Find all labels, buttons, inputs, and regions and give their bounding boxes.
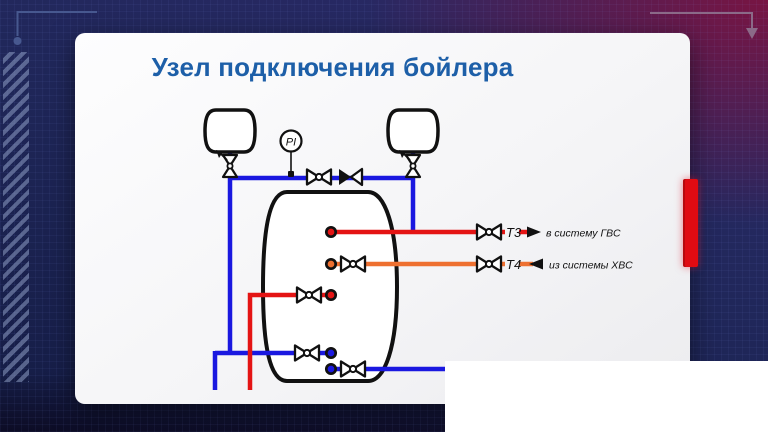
port-t3-hot-out	[324, 225, 338, 239]
t4-source-label: из системы ХВС	[549, 260, 633, 272]
port-heating-supply	[324, 288, 338, 302]
t4-tag-label: Т4	[506, 257, 521, 272]
valve-t3-line-icon	[475, 223, 503, 241]
t3-tag-label: Т3	[506, 225, 522, 240]
t3-destination-label: в систему ГВС	[546, 228, 621, 240]
check-valve-icon	[339, 167, 364, 187]
diagonal-stripes-decoration	[3, 52, 29, 382]
white-corner-overlay	[445, 361, 768, 432]
pressure-gauge: PI	[279, 129, 303, 177]
red-accent-bar	[683, 179, 698, 267]
arrow-right-icon	[527, 226, 541, 238]
safety-valve-right-icon	[397, 148, 422, 179]
corner-line-left-icon	[13, 11, 97, 45]
arrow-left-icon	[529, 258, 543, 270]
expansion-tank-right	[386, 108, 440, 154]
safety-valve-left-icon	[214, 148, 239, 179]
page-title: Узел подключения бойлера	[151, 52, 514, 82]
port-t4-recirc	[324, 257, 338, 271]
valve-t4-line-icon	[475, 255, 503, 273]
corner-arrow-right-icon	[650, 12, 758, 39]
port-heating-return	[324, 362, 338, 376]
port-cold-inlet	[324, 346, 338, 360]
expansion-tank-left	[203, 108, 257, 154]
gauge-label: PI	[286, 137, 296, 149]
valve-main-line-icon	[305, 168, 333, 186]
